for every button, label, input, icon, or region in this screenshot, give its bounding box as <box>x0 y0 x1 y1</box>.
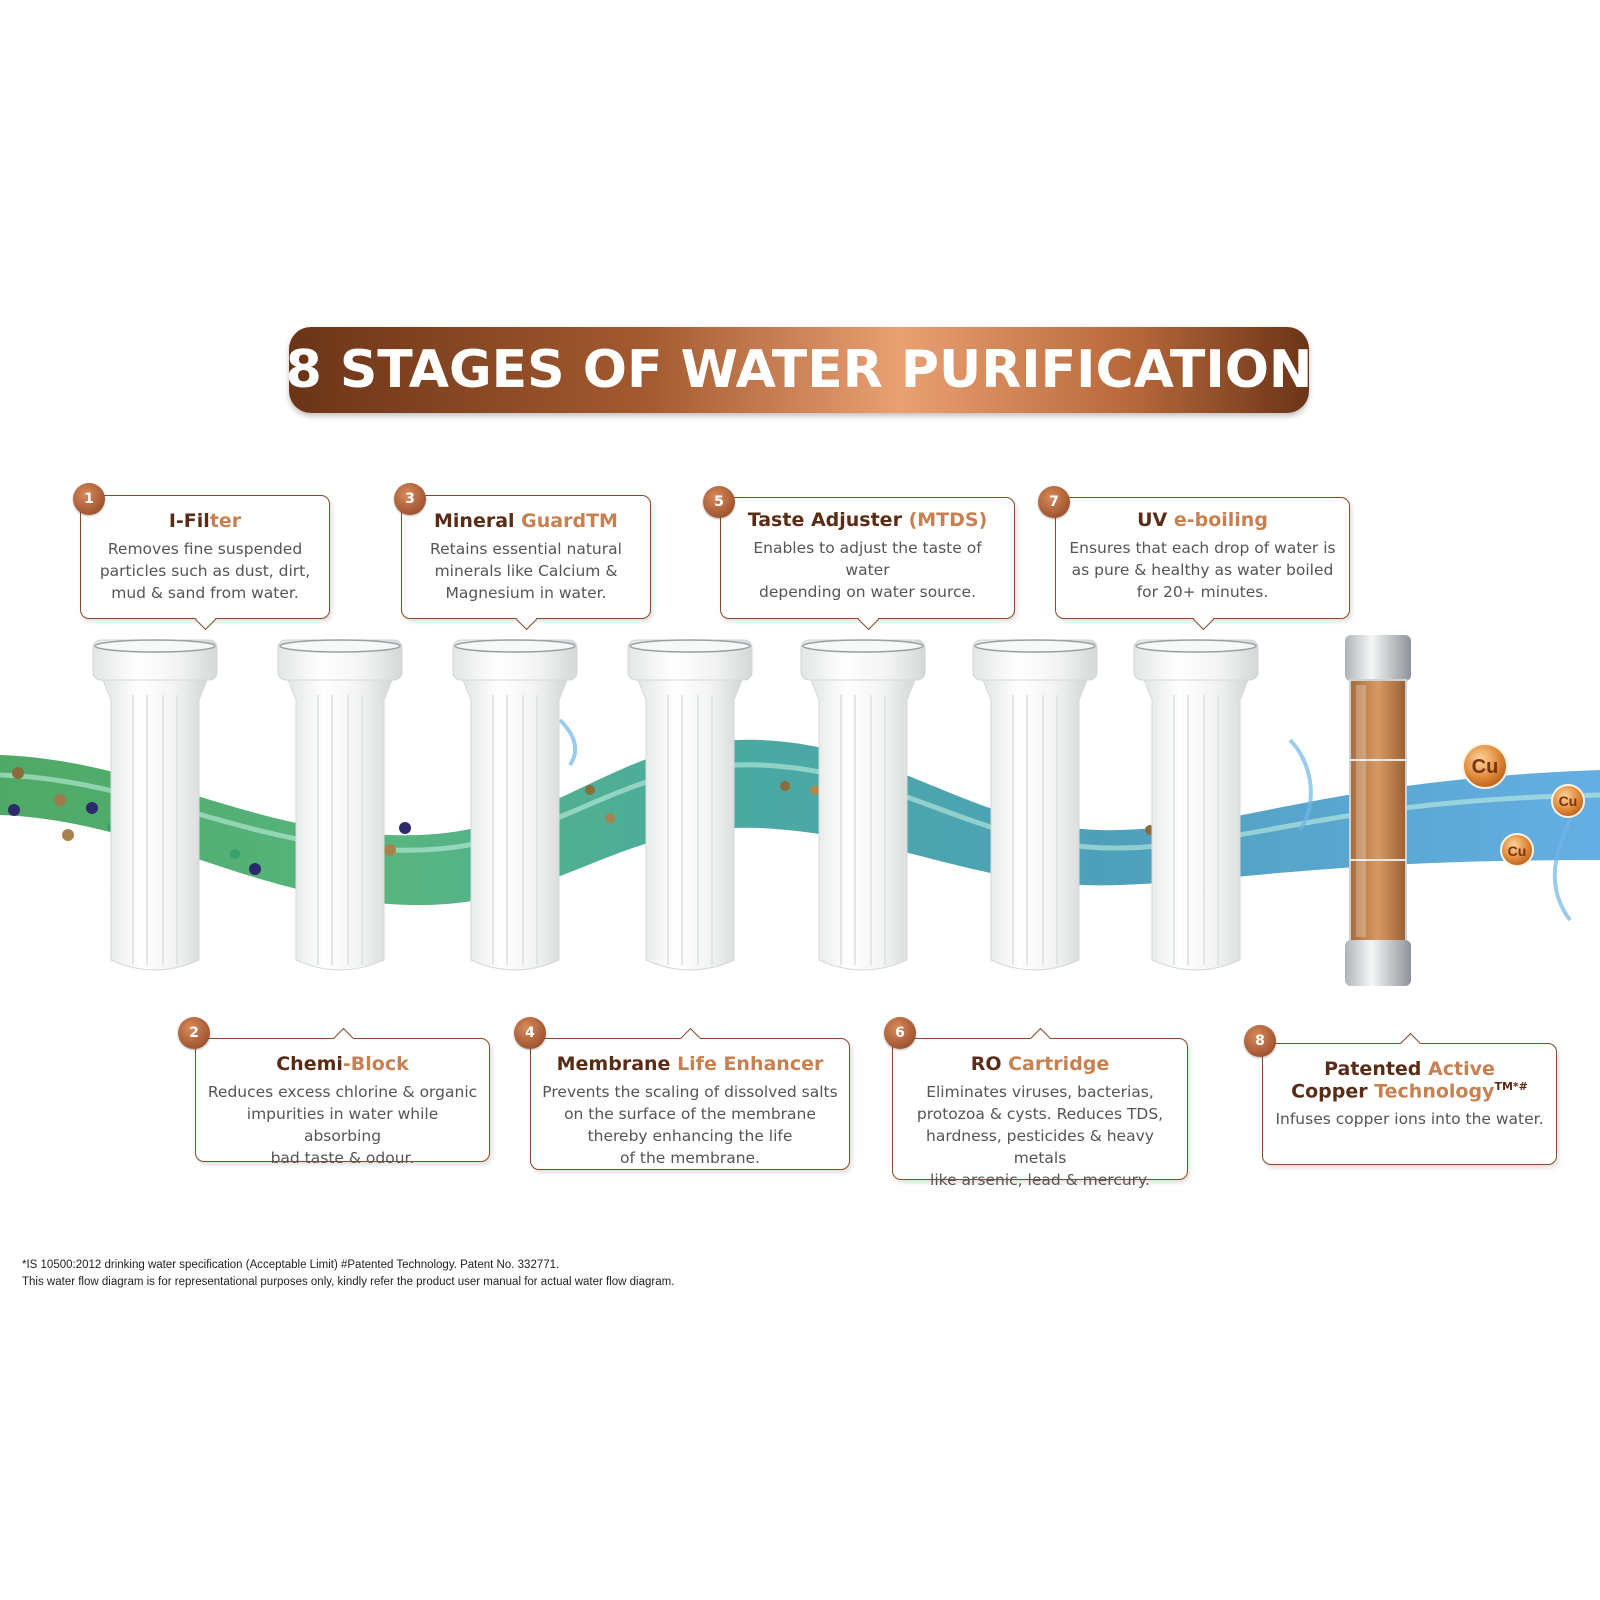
stage-card-8: Patented Active Copper TechnologyTM*# In… <box>1262 1032 1557 1165</box>
cu-bubble-large: Cu <box>1462 743 1508 789</box>
filter-housing <box>972 639 1098 971</box>
svg-text:Cu: Cu <box>1472 756 1499 778</box>
page-title: 8 STAGES OF WATER PURIFICATION <box>285 340 1313 400</box>
copper-cartridge <box>1345 635 1411 986</box>
footnote-line: This water flow diagram is for represent… <box>22 1276 675 1288</box>
stage-card-5: Taste Adjuster (MTDS) Enables to adjust … <box>720 497 1015 630</box>
footnote: *IS 10500:2012 drinking water specificat… <box>22 1257 674 1291</box>
filter-housing <box>277 639 403 971</box>
stage-badge-2: 2 <box>178 1017 210 1049</box>
filter-housing <box>452 639 578 971</box>
stage-card-7: UV e-boiling Ensures that each drop of w… <box>1055 497 1350 630</box>
stage-description: Infuses copper ions into the water. <box>1275 1110 1544 1129</box>
stage-description: Eliminates viruses, bacterias,protozoa &… <box>916 1083 1164 1189</box>
stage-card-4: Membrane Life Enhancer Prevents the scal… <box>530 1027 850 1170</box>
stage-title: Patented Active <box>1324 1058 1495 1080</box>
stage-title: UV e-boiling <box>1137 509 1268 531</box>
stage-badge-8: 8 <box>1244 1025 1276 1057</box>
stage-badge-3: 3 <box>394 483 426 515</box>
filter-housing <box>1133 639 1259 971</box>
water-stream-highlight <box>0 762 1600 853</box>
stage-title: Chemi-Block <box>276 1053 409 1075</box>
stage-card-2: Chemi-Block Reduces excess chlorine & or… <box>195 1027 490 1167</box>
cu-bubble-small: Cu <box>1500 833 1534 867</box>
stage-title: Membrane Life Enhancer <box>556 1053 824 1075</box>
stage-title: Mineral GuardTM <box>434 510 618 532</box>
stage-badge-6: 6 <box>884 1017 916 1049</box>
stage-card-6: RO Cartridge Eliminates viruses, bacteri… <box>892 1027 1188 1189</box>
svg-text:Cu: Cu <box>1559 793 1578 809</box>
footnote-line: *IS 10500:2012 drinking water specificat… <box>22 1259 560 1271</box>
stage-title: Taste Adjuster (MTDS) <box>747 509 988 531</box>
svg-text:Cu: Cu <box>1508 843 1527 859</box>
filter-housing <box>92 639 218 971</box>
stage-badge-7: 7 <box>1038 486 1070 518</box>
stage-title: I-Filter <box>168 510 242 532</box>
stage-title: RO Cartridge <box>970 1053 1110 1075</box>
cu-bubble-medium: Cu <box>1551 784 1585 818</box>
stage-badge-4: 4 <box>514 1017 546 1049</box>
filter-housing <box>800 639 926 971</box>
filter-housings <box>92 639 1259 971</box>
copper-ion-bubbles: Cu Cu Cu <box>1462 743 1585 867</box>
title-banner: 8 STAGES OF WATER PURIFICATION <box>286 327 1312 413</box>
stage-badge-5: 5 <box>703 486 735 518</box>
filter-housing <box>627 639 753 971</box>
stage-badge-1: 1 <box>73 483 105 515</box>
stage-card-3: Mineral GuardTM Retains essential natura… <box>401 495 651 630</box>
stage-title-line2: Copper TechnologyTM*# <box>1291 1080 1528 1103</box>
